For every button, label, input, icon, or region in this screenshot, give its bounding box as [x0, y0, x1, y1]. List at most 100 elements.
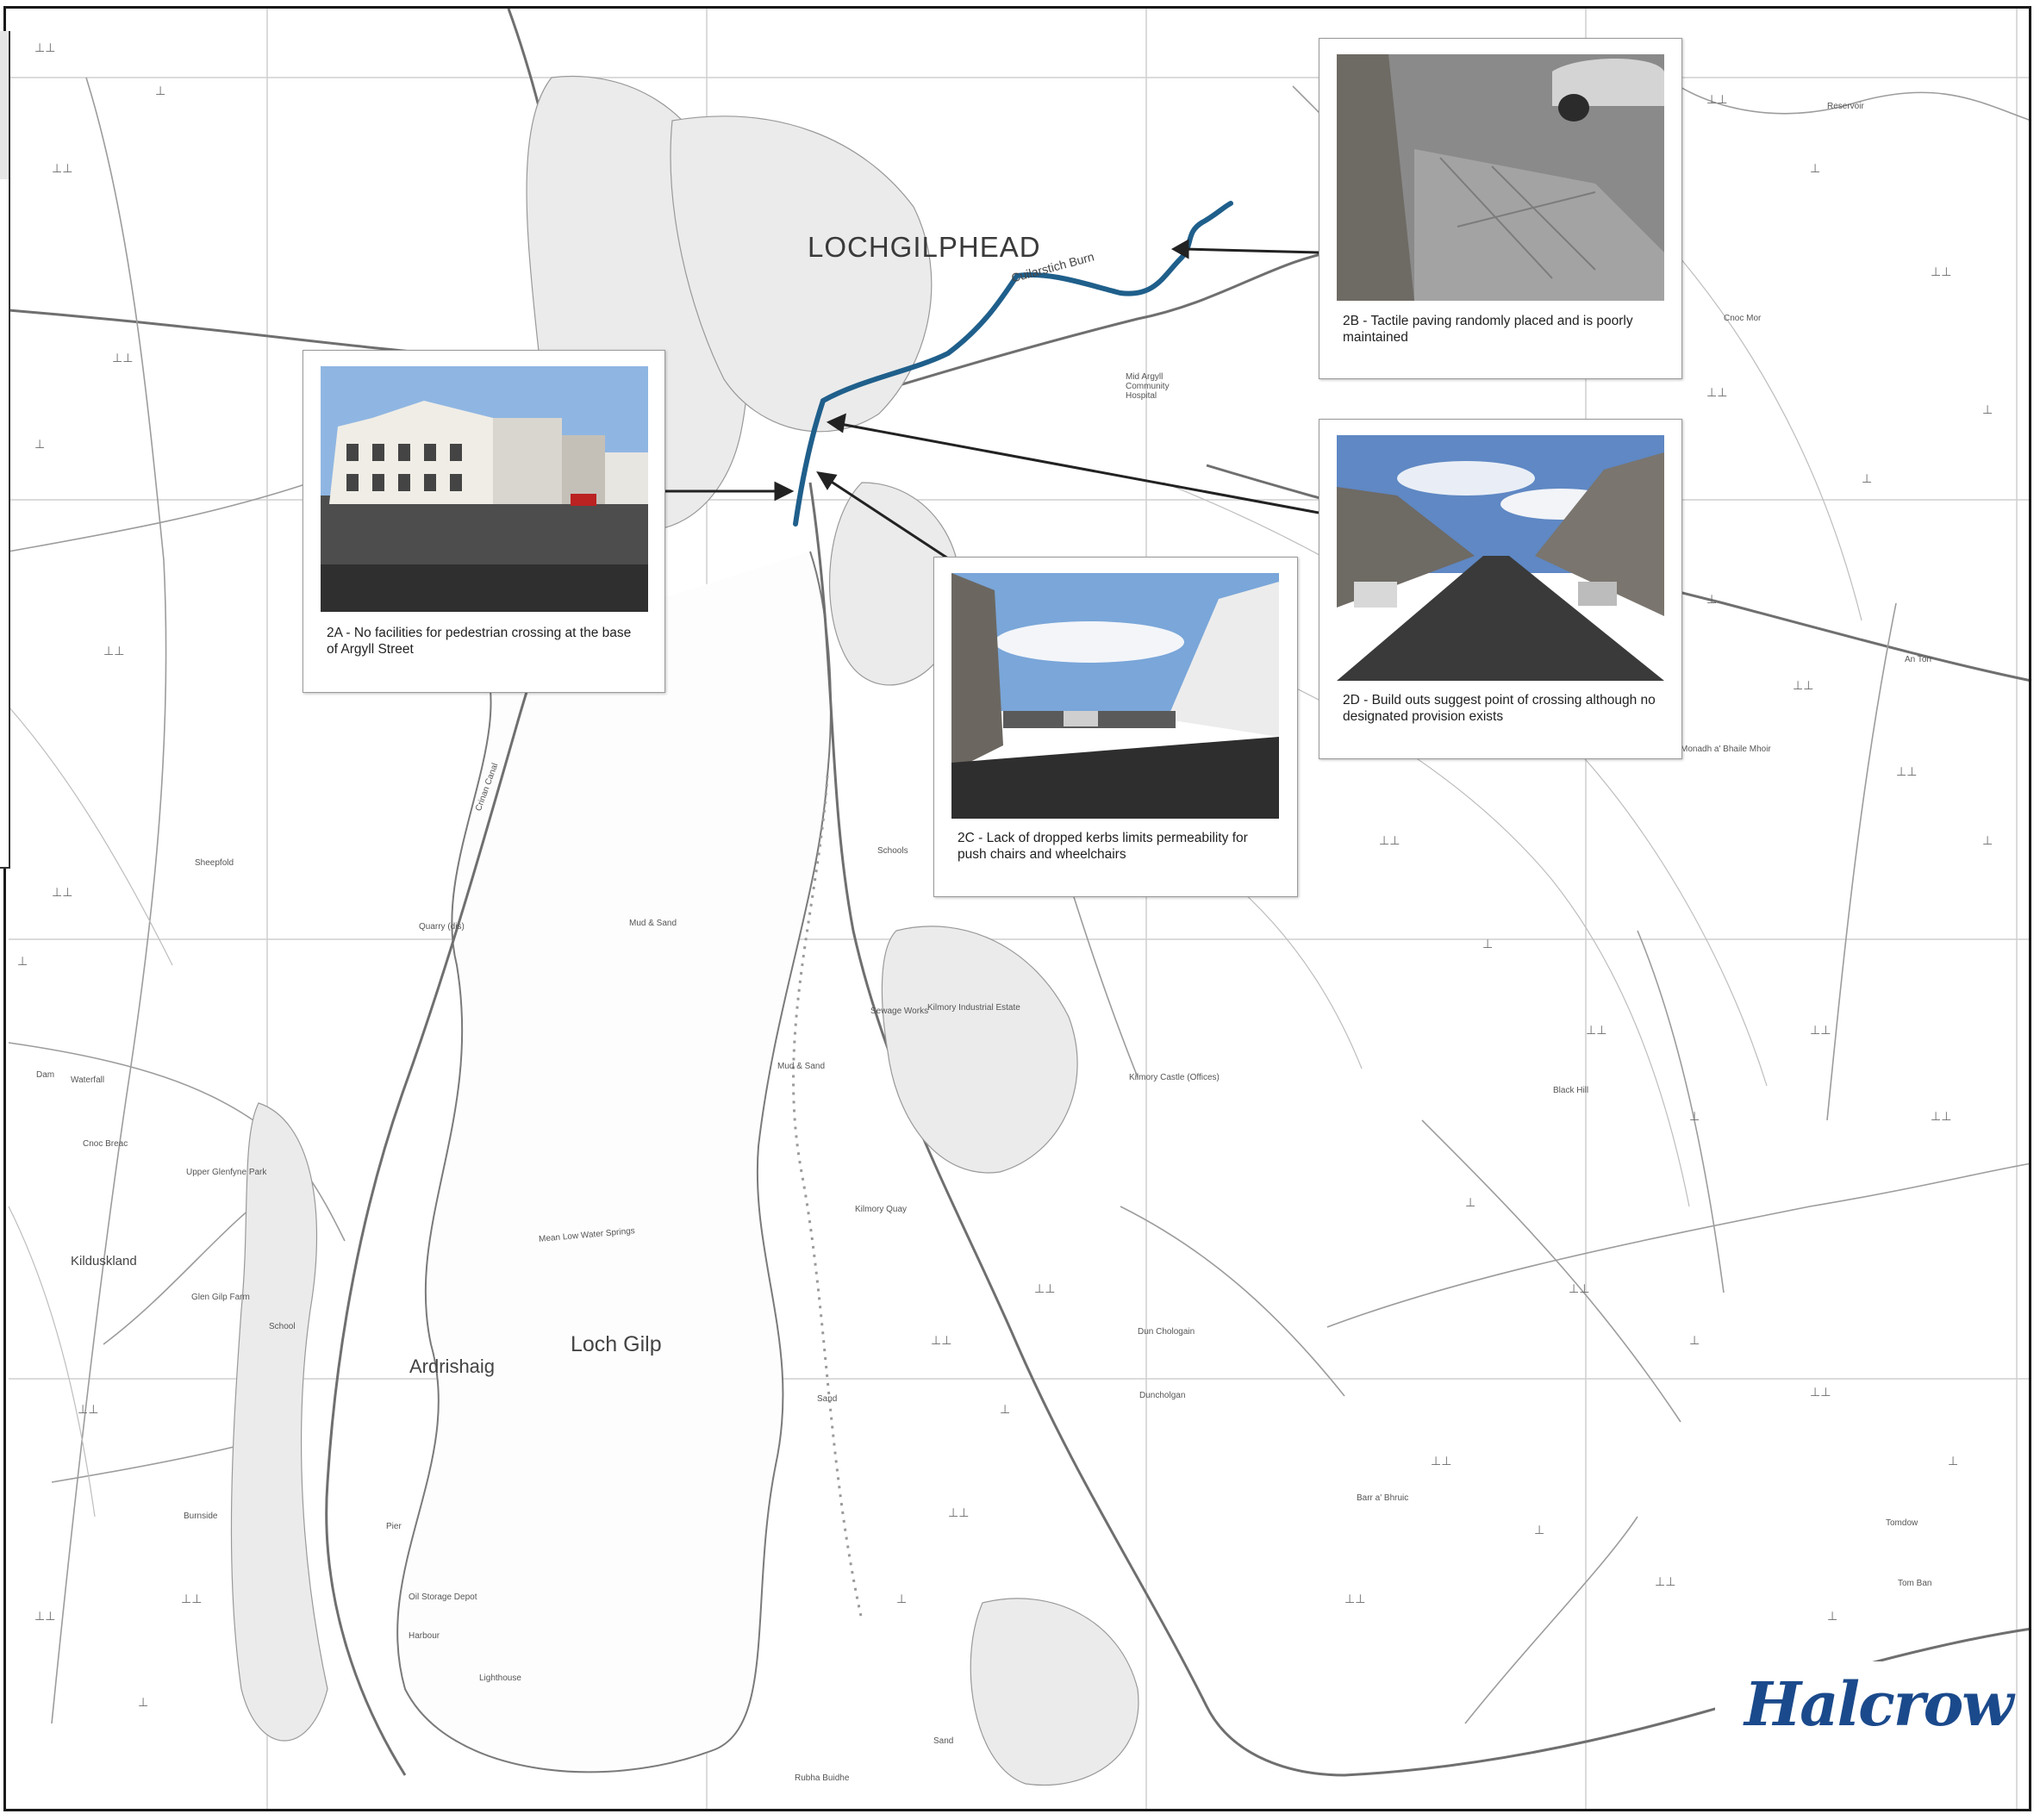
label-oil-storage: Oil Storage Depot [409, 1592, 477, 1602]
label-school: School [269, 1322, 296, 1331]
callout-arrows [664, 239, 1319, 560]
svg-text:⊥⊥: ⊥⊥ [78, 1403, 98, 1417]
svg-text:⊥: ⊥ [34, 438, 45, 452]
label-loch-gilp: Loch Gilp [571, 1332, 662, 1356]
caption-2b: 2B - Tactile paving randomly placed and … [1343, 314, 1633, 345]
label-barr-a-bhruic: Barr a' Bhruic [1357, 1493, 1409, 1503]
photo-2d [1337, 435, 1664, 681]
svg-text:⊥⊥: ⊥⊥ [1034, 1282, 1055, 1296]
label-dun-chologain: Dun Chologain [1138, 1327, 1195, 1337]
caption-2d: 2D - Build outs suggest point of crossin… [1343, 693, 1656, 724]
label-harbour: Harbour [409, 1631, 440, 1641]
svg-text:⊥: ⊥ [155, 84, 165, 98]
svg-text:⊥: ⊥ [1689, 1110, 1700, 1124]
svg-text:⊥⊥: ⊥⊥ [1931, 265, 1951, 279]
svg-text:⊥⊥: ⊥⊥ [1810, 1386, 1831, 1399]
callout-2a: 2A - No facilities for pedestrian crossi… [303, 350, 665, 693]
svg-text:⊥⊥: ⊥⊥ [103, 645, 124, 658]
label-upper-glenfyne: Upper Glenfyne Park [186, 1168, 267, 1177]
label-sand-1: Sand [817, 1394, 838, 1404]
svg-text:⊥⊥: ⊥⊥ [931, 1334, 951, 1348]
callout-2d: 2D - Build outs suggest point of crossin… [1319, 419, 1682, 759]
svg-text:⊥⊥: ⊥⊥ [1810, 1024, 1831, 1038]
label-mid-argyll: Mid Argyll Community Hospital [1126, 372, 1170, 401]
svg-text:⊥: ⊥ [1827, 1610, 1837, 1624]
label-cnoc-mor: Cnoc Mor [1724, 314, 1762, 323]
tracks [8, 51, 2032, 1724]
label-sand-2: Sand [933, 1736, 954, 1746]
svg-text:⊥⊥: ⊥⊥ [52, 886, 72, 900]
route-line [793, 201, 1233, 527]
label-dam: Dam [36, 1070, 55, 1080]
label-kilmory-castle: Kilmory Castle (Offices) [1129, 1073, 1220, 1082]
svg-text:⊥⊥: ⊥⊥ [181, 1592, 202, 1606]
legend-header-edge [0, 31, 10, 179]
svg-text:⊥⊥: ⊥⊥ [34, 1610, 55, 1624]
callout-2b: 2B - Tactile paving randomly placed and … [1319, 38, 1682, 379]
svg-text:⊥: ⊥ [1982, 834, 1993, 848]
halcrow-logo: Halcrow [1715, 1661, 2014, 1756]
svg-text:⊥: ⊥ [1706, 593, 1717, 607]
svg-text:⊥⊥: ⊥⊥ [1793, 679, 1813, 693]
label-waterfall: Waterfall [71, 1075, 105, 1085]
label-duncholgan: Duncholgan [1139, 1391, 1186, 1400]
label-black-hill: Black Hill [1553, 1086, 1589, 1095]
label-ardrishaig: Ardrishaig [409, 1356, 496, 1377]
label-pier: Pier [386, 1522, 402, 1531]
svg-text:⊥⊥: ⊥⊥ [1896, 765, 1917, 779]
photo-2c [951, 573, 1279, 819]
svg-text:⊥: ⊥ [1982, 403, 1993, 417]
photo-2a [321, 366, 648, 612]
label-cnoc-breac: Cnoc Breac [83, 1139, 128, 1149]
label-lochgilphead: LOCHGILPHEAD [808, 231, 1041, 263]
svg-text:⊥: ⊥ [1689, 1334, 1700, 1348]
caption-2c: 2C - Lack of dropped kerbs limits permea… [958, 831, 1248, 862]
svg-text:⊥: ⊥ [1534, 1524, 1544, 1537]
label-rubha-buidhe: Rubha Buidhe [795, 1773, 850, 1783]
label-monadh: Monadh a' Bhaile Mhoir [1681, 745, 1771, 754]
svg-text:⊥⊥: ⊥⊥ [1931, 1110, 1951, 1124]
svg-text:⊥⊥: ⊥⊥ [112, 352, 133, 365]
label-an-torr: An Torr [1905, 655, 1933, 664]
label-mud-sand-1: Mud & Sand [629, 919, 677, 928]
svg-text:⊥: ⊥ [17, 955, 28, 969]
label-reservoir: Reservoir [1827, 102, 1864, 111]
svg-text:⊥⊥: ⊥⊥ [1569, 1282, 1589, 1296]
svg-text:⊥: ⊥ [138, 1696, 148, 1710]
caption-2a: 2A - No facilities for pedestrian crossi… [327, 626, 632, 657]
label-sheepfold: Sheepfold [195, 858, 234, 868]
photo-2b [1337, 54, 1664, 301]
svg-text:⊥: ⊥ [1948, 1455, 1958, 1468]
svg-text:⊥: ⊥ [896, 1592, 907, 1606]
label-glen-gilp: Glen Gilp Farm [191, 1293, 250, 1302]
label-kilduskland: Kilduskland [71, 1254, 137, 1268]
label-sewage: Sewage Works [870, 1007, 929, 1016]
svg-text:⊥: ⊥ [1810, 162, 1820, 176]
svg-text:⊥⊥: ⊥⊥ [1379, 834, 1400, 848]
label-kilmory-quay: Kilmory Quay [855, 1205, 908, 1214]
loch-gilp-outline [396, 551, 832, 1773]
label-tomdow: Tomdow [1886, 1518, 1918, 1528]
svg-text:⊥⊥: ⊥⊥ [1586, 1024, 1606, 1038]
svg-text:⊥⊥: ⊥⊥ [1431, 1455, 1451, 1468]
label-burnside: Burnside [184, 1511, 218, 1521]
svg-text:⊥: ⊥ [1465, 1196, 1475, 1210]
svg-text:⊥: ⊥ [1482, 938, 1493, 951]
svg-text:⊥⊥: ⊥⊥ [1706, 386, 1727, 400]
svg-text:⊥: ⊥ [1000, 1403, 1010, 1417]
label-quarry: Quarry (dis) [419, 922, 465, 932]
svg-text:⊥⊥: ⊥⊥ [1655, 1575, 1675, 1589]
label-schools: Schools [877, 846, 908, 856]
halcrow-logo-text: Halcrow [1744, 1668, 2014, 1740]
label-lighthouse: Lighthouse [479, 1674, 521, 1683]
svg-text:⊥⊥: ⊥⊥ [948, 1506, 969, 1520]
label-kilmory-ind: Kilmory Industrial Estate [927, 1003, 1020, 1013]
svg-text:⊥⊥: ⊥⊥ [1344, 1592, 1365, 1606]
woodland-symbols: ⊥⊥⊥⊥⊥ ⊥⊥⊥⊥⊥ ⊥⊥⊥⊥⊥ ⊥⊥⊥⊥⊥ ⊥⊥⊥⊥⊥ ⊥⊥⊥⊥⊥ ⊥⊥⊥⊥… [17, 41, 1993, 1710]
callout-2c: 2C - Lack of dropped kerbs limits permea… [933, 557, 1298, 897]
label-tom-ban: Tom Ban [1898, 1579, 1932, 1588]
svg-text:⊥: ⊥ [1862, 472, 1872, 486]
svg-text:⊥⊥: ⊥⊥ [34, 41, 55, 55]
svg-text:⊥⊥: ⊥⊥ [1706, 93, 1727, 107]
